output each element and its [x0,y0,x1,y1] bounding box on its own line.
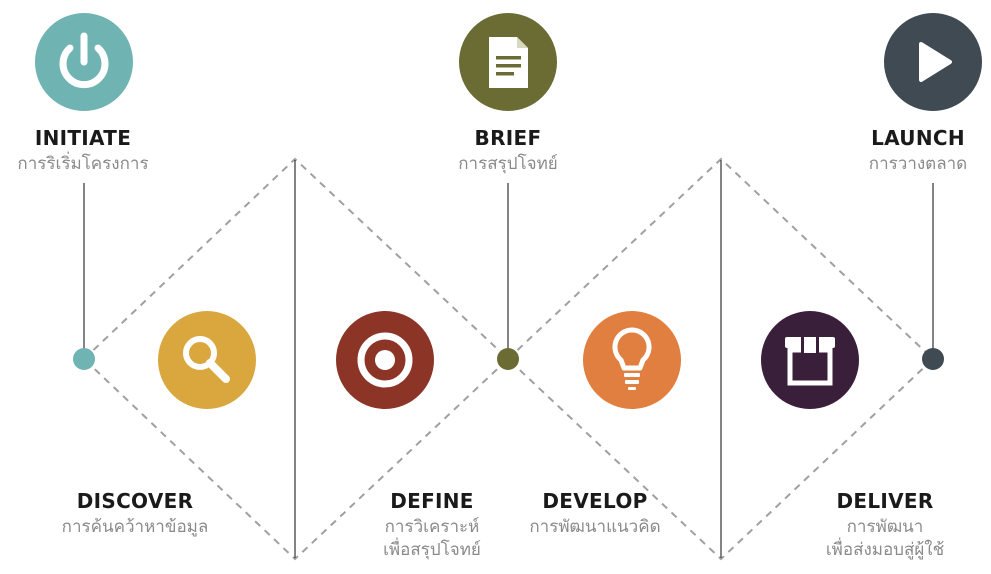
initiate-subtitle: การริเริ่มโครงการ [17,154,149,174]
deliver-title: DELIVER [836,489,934,513]
node-dot-initiate [73,348,95,370]
box-icon [785,335,835,386]
play-icon [919,42,952,82]
define-badge [336,311,434,409]
label-brief: BRIEF การสรุปโจทย์ [408,126,608,176]
deliver-subtitle: การพัฒนา เพื่อส่งมอบสู่ผู้ใช้ [825,517,945,560]
launch-title: LAUNCH [871,126,965,150]
target-icon [357,332,413,388]
brief-badge [459,13,557,111]
node-dot-brief [497,348,519,370]
power-icon [59,32,109,89]
launch-badge [884,13,982,111]
discover-subtitle: การค้นคว้าหาข้อมูล [61,517,209,537]
node-dot-launch [922,348,944,370]
define-title: DEFINE [390,489,474,513]
lightbulb-icon [612,327,652,390]
develop-subtitle: การพัฒนาแนวคิด [529,517,661,537]
label-initiate: INITIATE การริเริ่มโครงการ [0,126,166,176]
label-discover: DISCOVER การค้นคว้าหาข้อมูล [35,489,235,539]
develop-badge [583,311,681,409]
brief-title: BRIEF [474,126,542,150]
develop-title: DEVELOP [542,489,648,513]
label-launch: LAUNCH การวางตลาด [845,126,991,176]
magnifier-icon [183,336,230,383]
label-define: DEFINE การวิเคราะห์ เพื่อสรุปโจทย์ [352,489,512,562]
label-deliver: DELIVER การพัฒนา เพื่อส่งมอบสู่ผู้ใช้ [790,489,980,562]
initiate-title: INITIATE [34,126,132,150]
document-icon [489,37,528,88]
discover-badge [158,311,256,409]
define-subtitle: การวิเคราะห์ เพื่อสรุปโจทย์ [383,517,481,560]
discover-title: DISCOVER [76,489,194,513]
deliver-badge [761,311,859,409]
label-develop: DEVELOP การพัฒนาแนวคิด [505,489,685,539]
launch-subtitle: การวางตลาด [868,154,968,174]
initiate-badge [35,13,133,111]
brief-subtitle: การสรุปโจทย์ [458,154,558,174]
